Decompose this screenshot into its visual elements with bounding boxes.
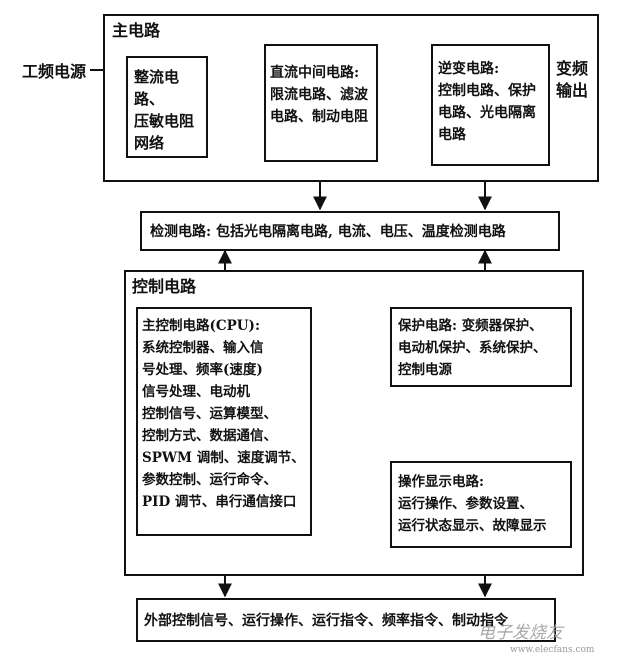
detection-circuit-block: 检测电路: 包括光电隔离电路, 电流、电压、温度检测电路 (140, 211, 560, 251)
display-block: 操作显示电路: 运行操作、参数设置、 运行状态显示、故障显示 (390, 461, 572, 548)
protection-text: 保护电路: 变频器保护、 电动机保护、系统保护、 控制电源 (398, 318, 547, 378)
power-input-label: 工频电源 (22, 62, 87, 81)
inverter-block: 逆变电路: 控制电路、保护 电路、光电隔离 电路 (431, 44, 550, 166)
external-text: 外部控制信号、运行操作、运行指令、频率指令、制动指令 (144, 613, 508, 629)
dc-link-text: 直流中间电路: 限流电路、滤波 电路、制动电阻 (270, 65, 368, 125)
external-signals-block: 外部控制信号、运行操作、运行指令、频率指令、制动指令 (136, 598, 556, 642)
watermark-url: www.elecfans.com (510, 645, 595, 655)
rectifier-block: 整流电路、 压敏电阻 网络 (126, 56, 208, 158)
main-control-block: 主控制电路(CPU): 系统控制器、输入信 号处理、频率(速度) 信号处理、电动… (136, 307, 312, 536)
protection-block: 保护电路: 变频器保护、 电动机保护、系统保护、 控制电源 (390, 307, 572, 387)
main-circuit-title: 主电路 (112, 21, 161, 40)
detection-text: 检测电路: 包括光电隔离电路, 电流、电压、温度检测电路 (150, 224, 506, 240)
dc-link-block: 直流中间电路: 限流电路、滤波 电路、制动电阻 (264, 44, 378, 162)
display-text: 操作显示电路: 运行操作、参数设置、 运行状态显示、故障显示 (398, 474, 547, 534)
inverter-text: 逆变电路: 控制电路、保护 电路、光电隔离 电路 (438, 61, 536, 143)
output-label: 变频 输出 (556, 59, 589, 100)
main-control-text: 主控制电路(CPU): 系统控制器、输入信 号处理、频率(速度) 信号处理、电动… (142, 318, 305, 510)
control-circuit-title: 控制电路 (132, 277, 197, 296)
rectifier-text: 整流电路、 压敏电阻 网络 (134, 68, 195, 152)
watermark-logo: 电子发烧友 (478, 623, 563, 643)
